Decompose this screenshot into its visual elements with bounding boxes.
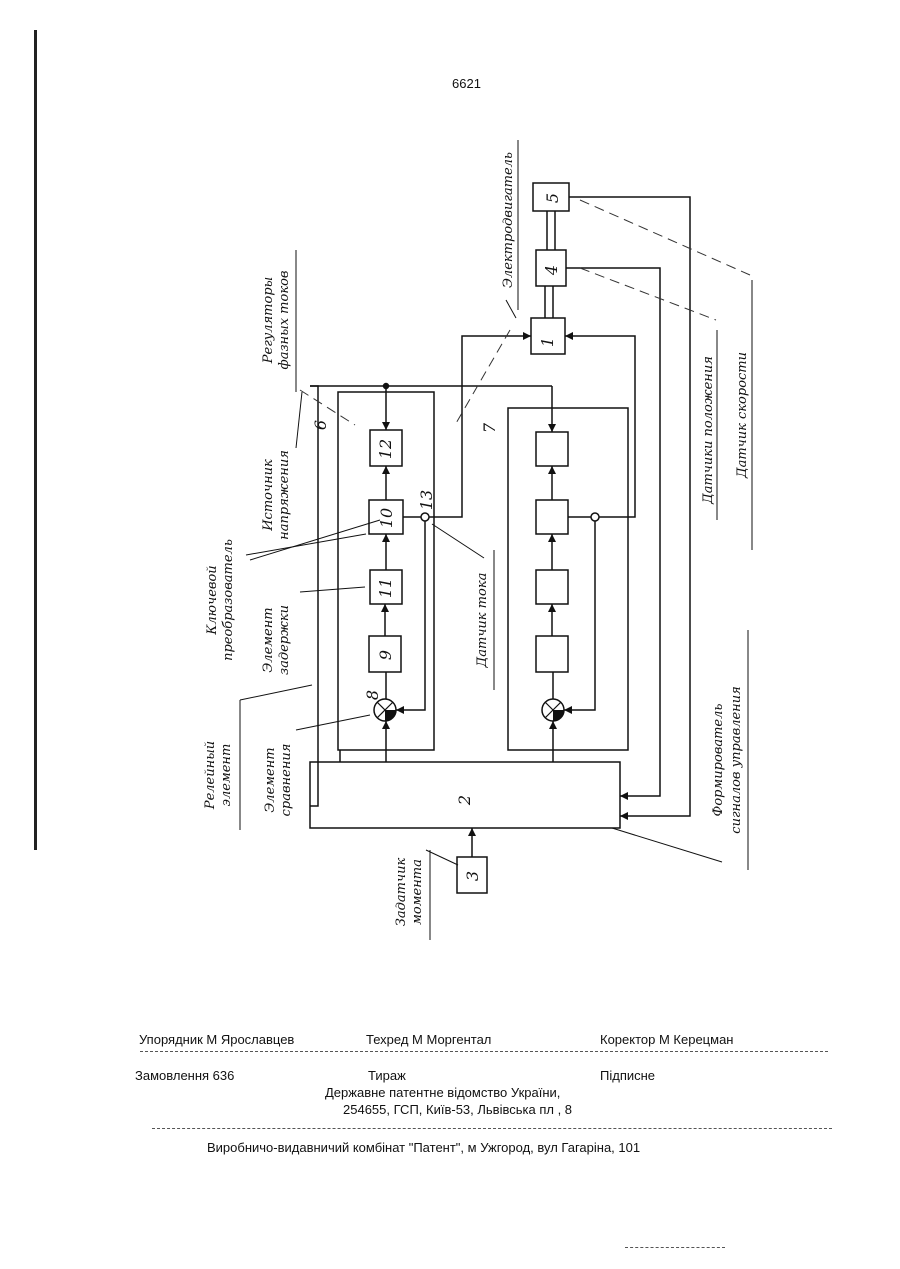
speed-sensor-label: Датчик скорости [735, 352, 750, 479]
block-12-label: 12 [376, 439, 395, 459]
delay-label-2: задержки [277, 605, 292, 675]
converter-label-1: Ключевой [205, 565, 220, 635]
regulators-label-2: фазных токов [277, 271, 292, 370]
setter-label-1: Задатчик [394, 858, 409, 927]
block-1-label: 1 [538, 337, 557, 347]
relay-label-2: элемент [219, 744, 234, 807]
setter-label-2: момента [410, 859, 425, 925]
voltage-source-label-2: напряжения [277, 450, 292, 540]
former-label-1: Формирователь [711, 704, 726, 817]
block-9-label: 9 [376, 650, 395, 660]
block-1 [531, 318, 565, 354]
block-10-label: 10 [377, 508, 396, 528]
current-sensor-label: Датчик тока [475, 573, 490, 669]
block-4-label: 4 [542, 265, 561, 276]
voltage-source-label-1: Источник [261, 459, 276, 532]
block-5-label: 5 [543, 193, 562, 203]
motor-label: Электродвигатель [501, 152, 516, 288]
former-label-2: сигналов управления [729, 686, 744, 833]
converter-label-2: преобразователь [221, 539, 236, 661]
relay-label-1: Релейный [203, 741, 218, 810]
block-11-label: 11 [376, 578, 395, 598]
block-3-label: 3 [463, 871, 482, 881]
regulators-label-1: Регуляторы [261, 277, 276, 365]
right-block-b [536, 500, 568, 534]
compare-label-1: Элемент [263, 747, 278, 812]
ref-8-label: 8 [363, 690, 382, 700]
compare-label-2: сравнения [279, 744, 294, 817]
position-sensors-label: Датчики положения [701, 356, 716, 505]
right-block-c [536, 570, 568, 604]
block-2-label: 2 [455, 795, 474, 806]
ref-13-label: 13 [417, 490, 436, 510]
right-block-d [536, 636, 568, 672]
ref-7-label: 7 [480, 422, 499, 433]
delay-label-1: Элемент [261, 607, 276, 672]
right-block-a [536, 432, 568, 466]
ref-6-label: 6 [311, 420, 330, 430]
